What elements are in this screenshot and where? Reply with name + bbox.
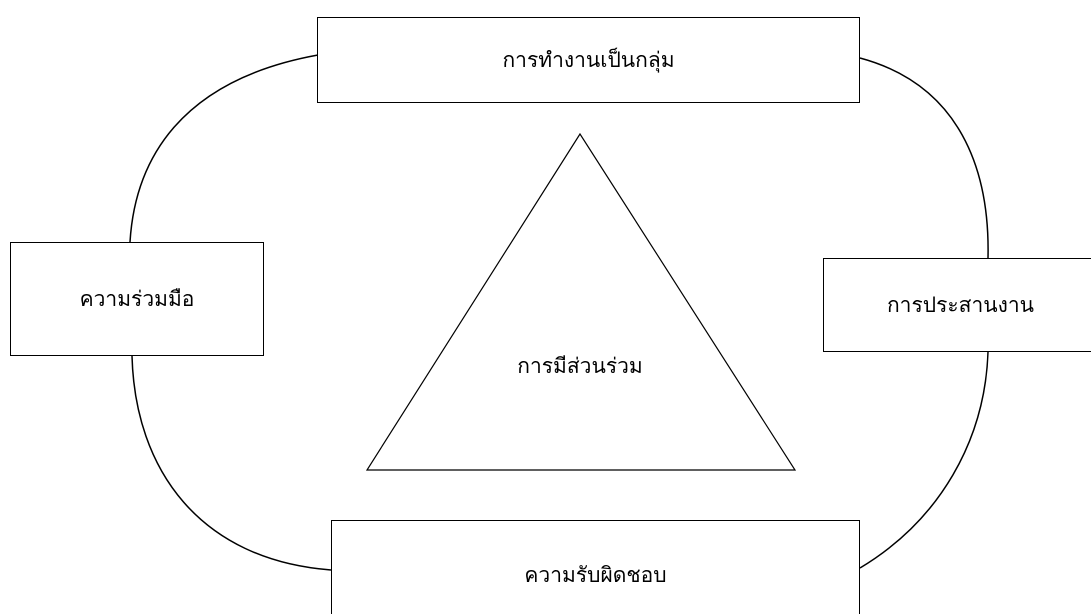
node-teamwork: การทำงานเป็นกลุ่ม bbox=[317, 17, 860, 103]
node-cooperation: ความร่วมมือ bbox=[10, 242, 264, 356]
node-coordination: การประสานงาน bbox=[823, 258, 1091, 352]
node-coordination-label: การประสานงาน bbox=[886, 292, 1035, 317]
center-participation-label: การมีส่วนร่วม bbox=[517, 354, 643, 378]
node-cooperation-label: ความร่วมมือ bbox=[79, 286, 195, 311]
node-responsibility: ความรับผิดชอบ bbox=[331, 520, 860, 614]
arc-top-right bbox=[859, 57, 989, 259]
arc-right-bottom bbox=[859, 351, 989, 569]
arc-left-top bbox=[129, 54, 319, 243]
arc-bottom-left bbox=[131, 355, 332, 571]
center-triangle bbox=[365, 132, 797, 471]
node-responsibility-label: ความรับผิดชอบ bbox=[524, 562, 667, 587]
node-teamwork-label: การทำงานเป็นกลุ่ม bbox=[502, 47, 675, 72]
